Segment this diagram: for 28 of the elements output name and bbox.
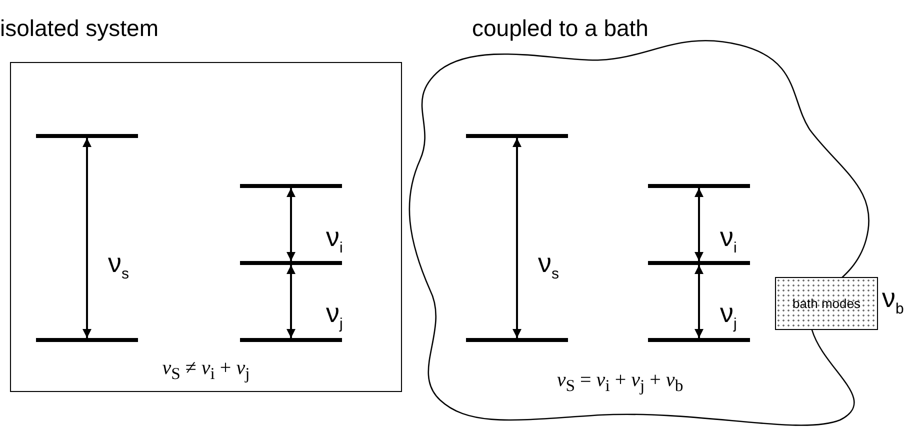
panel-heading: isolated system [0,14,159,42]
energy-level-bar [648,184,750,188]
energy-level-bar [466,338,568,342]
double-arrow [82,138,92,338]
edge-label: ν$_{j}$ [720,298,737,334]
equation: ν$_{S}$ = ν$_{i}$ + ν$_{j}$ + ν$_{b}$ [556,368,684,397]
frequency-label: ν$_{b}$ [882,283,904,320]
double-arrow [694,265,704,338]
equation: ν$_{S}$ ≠ ν$_{i}$ + ν$_{j}$ [162,356,250,385]
energy-level-bar [240,261,342,265]
double-arrow [286,188,296,261]
edge-label: ν$_{j}$ [326,298,343,334]
double-arrow [286,265,296,338]
energy-level-bar [240,184,342,188]
energy-level-bar [240,338,342,342]
double-arrow [694,188,704,261]
edge-label: ν$_{s}$ [108,248,129,284]
energy-level-bar [466,134,568,138]
bath-modes-box: bath modes [775,277,878,330]
edge-label: ν$_{i}$ [720,222,737,258]
double-arrow [512,138,522,338]
edge-label: ν$_{s}$ [538,248,559,284]
edge-label: ν$_{i}$ [326,222,343,258]
energy-level-bar [36,134,138,138]
energy-level-bar [36,338,138,342]
panel-heading: coupled to a bath [472,14,648,42]
energy-level-bar [648,338,750,342]
energy-level-bar [648,261,750,265]
